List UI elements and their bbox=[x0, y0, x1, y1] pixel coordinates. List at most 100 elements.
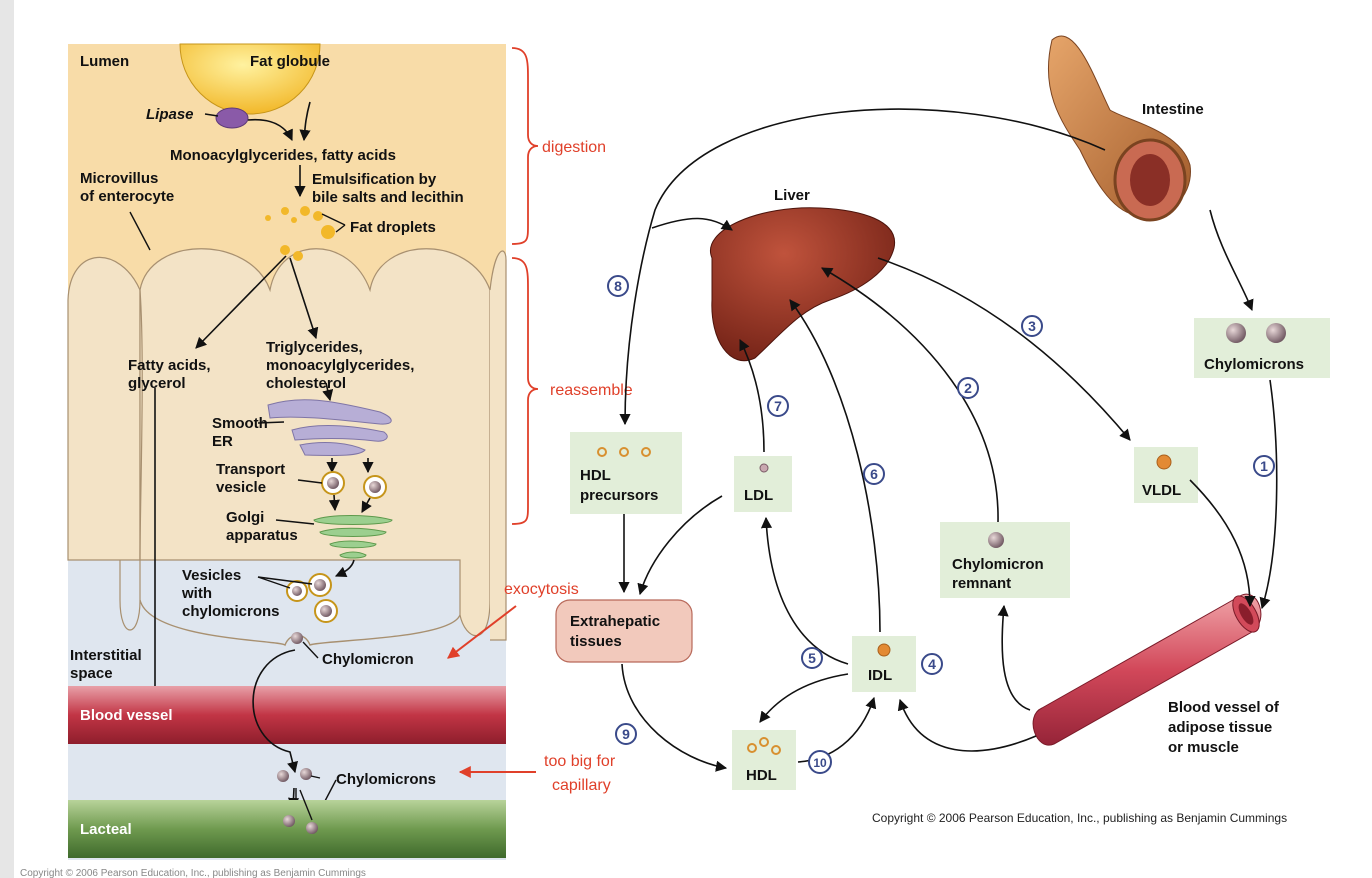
triglycerides-label-2: monoacylglycerides, bbox=[266, 357, 414, 374]
triglycerides-label-3: cholesterol bbox=[266, 375, 346, 392]
lacteal-label: Lacteal bbox=[80, 821, 132, 838]
vesicles-label-3: chylomicrons bbox=[182, 603, 280, 620]
arrow-8 bbox=[619, 108, 1106, 426]
interstitial-label-2: space bbox=[70, 665, 113, 682]
microvillus-label-1: Microvillus bbox=[80, 170, 158, 187]
vesicles-label-2: with bbox=[181, 585, 212, 602]
step-1: 1 bbox=[1260, 458, 1268, 474]
blood-vessel-label: Blood vessel bbox=[80, 707, 173, 724]
extrahepatic-label-1: Extrahepatic bbox=[570, 613, 660, 630]
golgi-shape bbox=[313, 515, 393, 559]
smooth-er-label-1: Smooth bbox=[212, 415, 268, 432]
arrow-ldl bbox=[760, 516, 849, 665]
fat-droplets-shapes bbox=[265, 206, 335, 261]
arrow-10 bbox=[797, 696, 877, 763]
right-copyright: Copyright © 2006 Pearson Education, Inc.… bbox=[872, 811, 1287, 825]
vessel-label-3: or muscle bbox=[1168, 739, 1239, 756]
fatty-acids-label-1: Fatty acids, bbox=[128, 357, 211, 374]
lipase-shape bbox=[215, 107, 249, 129]
step-10: 10 bbox=[813, 756, 827, 770]
reassemble-brace bbox=[511, 257, 539, 525]
hdl-label: HDL bbox=[746, 767, 777, 784]
step-7: 7 bbox=[774, 398, 782, 414]
step-5: 5 bbox=[808, 650, 816, 666]
exocytosis-label: exocytosis bbox=[504, 581, 579, 598]
too-big-label-2: capillary bbox=[552, 777, 611, 794]
extrahepatic-label-2: tissues bbox=[570, 633, 622, 650]
reassemble-label: reassemble bbox=[550, 382, 633, 399]
chylomicrons-label: Chylomicrons bbox=[336, 771, 436, 788]
fat-globule-label: Fat globule bbox=[250, 53, 330, 70]
interstitial-label-1: Interstitial bbox=[70, 647, 142, 664]
transport-vesicle-label-1: Transport bbox=[216, 461, 285, 478]
fat-droplets-label: Fat droplets bbox=[350, 219, 436, 236]
remnant-label-1: Chylomicron bbox=[952, 556, 1044, 573]
arrow-intestine-chylo bbox=[1209, 209, 1254, 312]
ldl-label: LDL bbox=[744, 487, 773, 504]
arrow-1 bbox=[1259, 379, 1278, 610]
transport-vesicle-label-2: vesicle bbox=[216, 479, 266, 496]
triglycerides-label-1: Triglycerides, bbox=[266, 339, 363, 356]
annotations: digestion reassemble exocytosis too big … bbox=[447, 47, 633, 794]
page-edge bbox=[0, 0, 14, 878]
chylomicron-particle bbox=[291, 632, 303, 644]
step-4: 4 bbox=[928, 656, 936, 672]
extrahepatic-box bbox=[555, 599, 693, 663]
hdl-precursors-label-2: precursors bbox=[580, 487, 658, 504]
lipase-label: Lipase bbox=[146, 106, 194, 123]
arrow-5 bbox=[759, 673, 849, 723]
idl-label: IDL bbox=[868, 667, 892, 684]
chylomicrons-box-label: Chylomicrons bbox=[1204, 356, 1304, 373]
lipoprotein-cycle: Intestine Liver Chylomicrons VLDL HDL pr… bbox=[555, 35, 1330, 825]
arrow-6 bbox=[789, 299, 881, 633]
vldl-label: VLDL bbox=[1142, 482, 1181, 499]
chylomicron-label: Chylomicron bbox=[322, 651, 414, 668]
step-2: 2 bbox=[964, 380, 972, 396]
left-copyright: Copyright © 2006 Pearson Education, Inc.… bbox=[20, 868, 366, 878]
emulsification-label-1: Emulsification by bbox=[312, 171, 437, 188]
vessel-label-2: adipose tissue bbox=[1168, 719, 1272, 736]
too-big-label-1: too big for bbox=[544, 753, 616, 770]
intestine-shape bbox=[1048, 35, 1191, 222]
step-markers: 1 2 3 4 5 6 7 8 9 10 bbox=[607, 275, 1275, 774]
microvillus-shape bbox=[67, 256, 141, 561]
digestion-label: digestion bbox=[542, 139, 606, 156]
chylomicron-remnant-box bbox=[940, 522, 1070, 598]
golgi-label-1: Golgi bbox=[226, 509, 264, 526]
emulsification-label-2: bile salts and lecithin bbox=[312, 189, 464, 206]
fat-globule-shape bbox=[179, 43, 321, 115]
intestine-label: Intestine bbox=[1142, 101, 1204, 118]
enterocyte-panel: Lumen Fat globule Lipase Monoacylglyceri… bbox=[20, 43, 507, 878]
adipose-vessel-shape bbox=[1032, 593, 1262, 746]
mono-fatty-label: Monoacylglycerides, fatty acids bbox=[170, 147, 396, 164]
vesicles-label-1: Vesicles bbox=[182, 567, 241, 584]
remnant-label-2: remnant bbox=[952, 575, 1011, 592]
smooth-er-shape bbox=[267, 399, 392, 456]
hdl-box bbox=[732, 730, 796, 790]
arrow-3 bbox=[877, 257, 1131, 441]
arrow-2 bbox=[821, 267, 999, 523]
liver-shape bbox=[709, 207, 896, 362]
digestion-brace bbox=[511, 47, 539, 245]
step-3: 3 bbox=[1028, 318, 1036, 334]
step-6: 6 bbox=[870, 466, 878, 482]
microvillus-label-2: of enterocyte bbox=[80, 188, 174, 205]
fatty-acids-label-2: glycerol bbox=[128, 375, 186, 392]
lumen-label: Lumen bbox=[80, 53, 129, 70]
liver-label: Liver bbox=[774, 187, 810, 204]
arrow-9 bbox=[621, 663, 728, 772]
chylomicrons-box bbox=[1194, 318, 1330, 378]
lacteal-band bbox=[68, 800, 506, 858]
smooth-er-label-2: ER bbox=[212, 433, 233, 450]
blood-vessel-band bbox=[68, 686, 506, 744]
arrow-7 bbox=[739, 338, 765, 453]
golgi-label-2: apparatus bbox=[226, 527, 298, 544]
hdl-precursors-box bbox=[570, 432, 682, 514]
hdl-precursors-label-1: HDL bbox=[580, 467, 611, 484]
chylomicron-vesicles-shapes bbox=[286, 573, 338, 623]
step-9: 9 bbox=[622, 726, 630, 742]
vessel-label-1: Blood vessel of bbox=[1168, 699, 1280, 716]
step-8: 8 bbox=[614, 278, 622, 294]
